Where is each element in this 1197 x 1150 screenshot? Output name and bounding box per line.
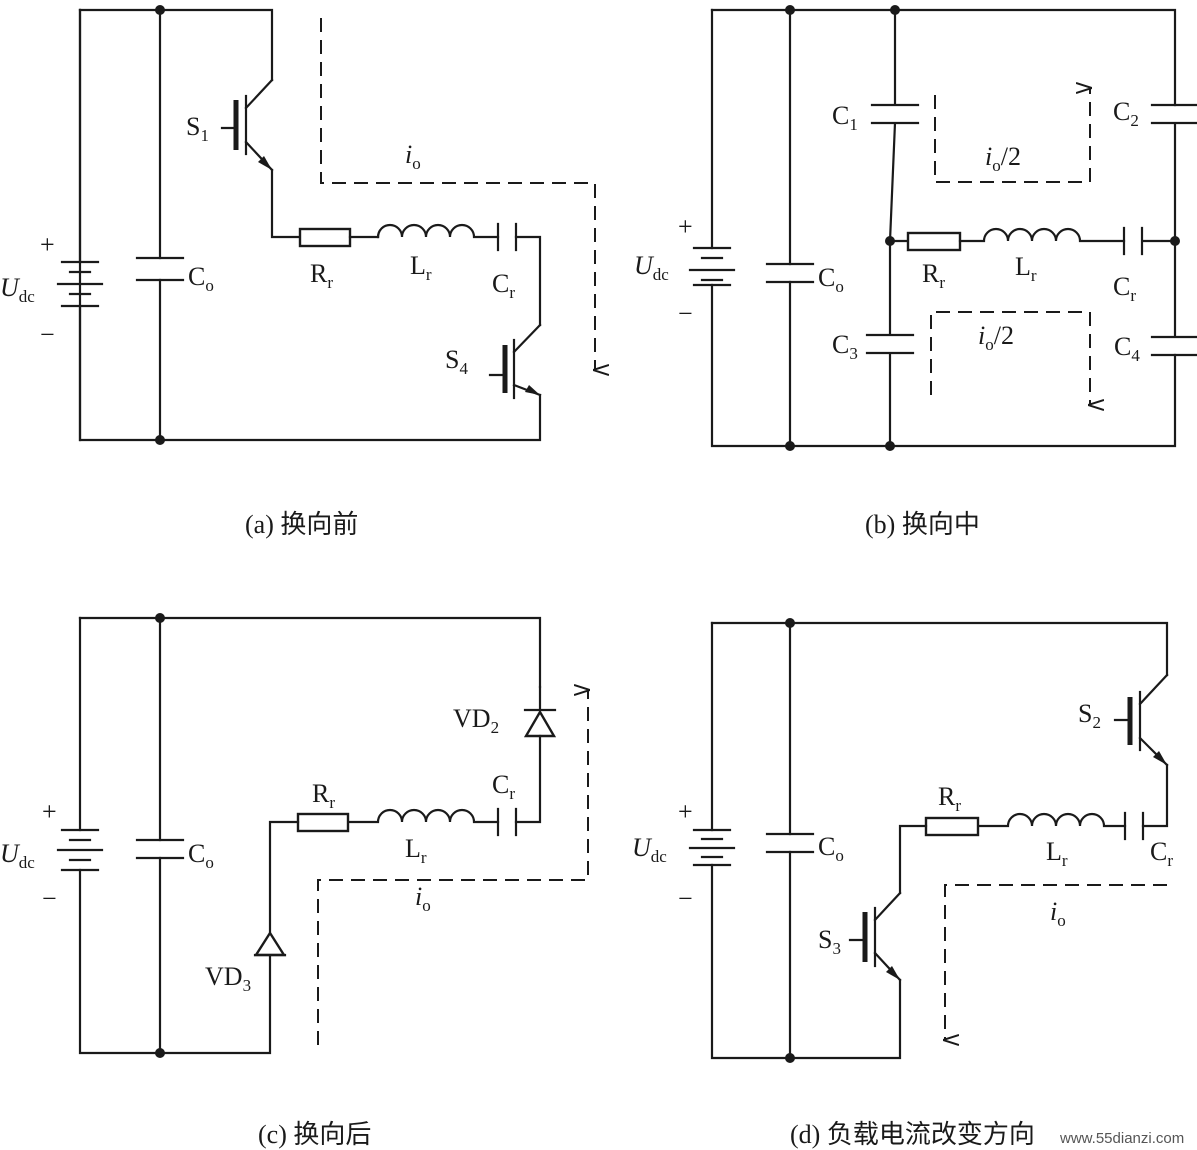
cr-label-c: Cr (492, 770, 515, 803)
cr-label-b: Cr (1113, 272, 1136, 305)
capacitor-co-c (135, 838, 185, 860)
vd3-label: VD3 (205, 962, 251, 995)
battery-d (688, 828, 736, 867)
vd2-label: VD2 (453, 704, 499, 737)
s1-label: S1 (186, 112, 209, 145)
lr-label-d: Lr (1046, 837, 1068, 870)
capacitor-cr-a (496, 222, 518, 252)
circuit-d: + − Udc Co S2 S3 Rr Lr Cr io (d) 负载电流改变方… (632, 618, 1184, 1149)
watermark: www.55dianzi.com (1059, 1130, 1184, 1147)
rr-label-d: Rr (938, 782, 961, 815)
inductor-lr-b (958, 227, 1126, 243)
capacitor-co-a (135, 256, 185, 282)
igbt-s4 (488, 323, 542, 400)
capacitor-c1 (870, 8, 920, 243)
igbt-s2 (1113, 673, 1169, 828)
capacitor-c4 (1150, 239, 1197, 357)
co-label-a: Co (188, 262, 214, 295)
capacitor-co-d (765, 832, 815, 854)
resistor-rr-a (298, 227, 352, 248)
plus-sign-b: + (678, 212, 693, 241)
caption-c: (c) 换向后 (258, 1120, 371, 1149)
c2-label: C2 (1113, 97, 1139, 130)
minus-sign-b: − (678, 299, 693, 328)
rr-label-a: Rr (310, 259, 333, 292)
diode-vd2 (514, 685, 557, 824)
current-path-a (320, 18, 595, 370)
io-label-a: io (405, 140, 421, 173)
co-label-d: Co (818, 832, 844, 865)
s3-label: S3 (818, 925, 841, 958)
lr-label-a: Lr (410, 251, 432, 284)
circuit-c: + − Udc Co VD2 VD3 Rr Lr Cr io (c) 换向后 (0, 613, 588, 1149)
current-path-b-lower (930, 311, 1090, 405)
capacitor-c3 (865, 239, 915, 448)
plus-sign-d: + (678, 797, 693, 826)
lr-label-c: Lr (405, 834, 427, 867)
c3-label: C3 (832, 330, 858, 363)
io-label-d: io (1050, 897, 1066, 930)
udc-label-c: Udc (0, 839, 35, 872)
inductor-lr-d (976, 812, 1127, 828)
io-half-label-upper: io/2 (985, 142, 1021, 175)
caption-b: (b) 换向中 (865, 510, 980, 539)
capacitor-cr-d (1123, 811, 1145, 841)
s4-label: S4 (445, 345, 468, 378)
co-label-c: Co (188, 839, 214, 872)
capacitor-cr-b (1122, 226, 1177, 256)
capacitor-co-b (765, 262, 815, 284)
udc-label-a: Udc (0, 273, 35, 306)
rr-label-b: Rr (922, 259, 945, 292)
battery-c (56, 828, 104, 872)
resistor-rr-b (906, 231, 962, 252)
circuit-b: + − Udc Co C1 C2 C3 C4 Rr Lr Cr io/2 io/… (634, 5, 1197, 539)
caption-a: (a) 换向前 (245, 510, 358, 539)
current-path-c (317, 690, 588, 1045)
diode-vd3 (253, 930, 287, 957)
plus-sign-c: + (42, 797, 57, 826)
cr-label-a: Cr (492, 269, 515, 302)
plus-sign-a: + (40, 230, 55, 259)
minus-sign-d: − (678, 884, 693, 913)
io-label-c: io (415, 882, 431, 915)
resistor-rr-d (924, 816, 980, 837)
caption-d: (d) 负载电流改变方向 (790, 1120, 1035, 1149)
igbt-s3 (848, 891, 902, 982)
circuit-a: + − Udc Co S1 Rr Lr Cr S4 io (a) 换向前 (0, 5, 595, 539)
co-label-b: Co (818, 263, 844, 296)
c1-label: C1 (832, 101, 858, 134)
s2-label: S2 (1078, 699, 1101, 732)
cr-label-d: Cr (1150, 837, 1173, 870)
minus-sign-c: − (42, 884, 57, 913)
udc-label-d: Udc (632, 833, 667, 866)
inductor-lr-a (376, 223, 500, 239)
minus-sign-a: − (40, 320, 55, 349)
udc-label-b: Udc (634, 251, 669, 284)
io-half-label-lower: io/2 (978, 321, 1014, 354)
inductor-lr-c (348, 808, 500, 824)
c4-label: C4 (1114, 332, 1140, 365)
battery-b (688, 246, 736, 287)
current-path-b-upper (934, 88, 1090, 183)
rr-label-c: Rr (312, 779, 335, 812)
lr-label-b: Lr (1015, 252, 1037, 285)
battery-a (56, 8, 104, 442)
capacitor-c2 (1150, 103, 1197, 243)
resistor-rr-c (296, 812, 350, 833)
capacitor-cr-c (496, 807, 518, 837)
current-path-d (945, 884, 1167, 1040)
igbt-s1 (220, 78, 302, 239)
